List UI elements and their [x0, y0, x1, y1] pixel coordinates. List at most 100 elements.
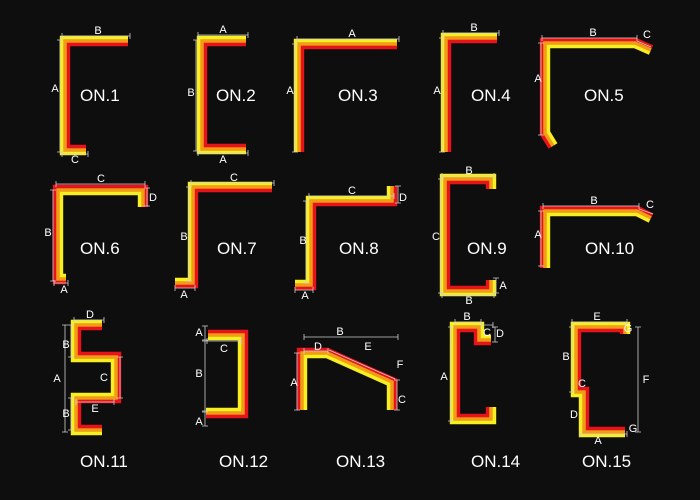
- dim-label: D: [314, 341, 322, 353]
- stripe-orange: [444, 36, 497, 152]
- stripe-yellow: [570, 321, 631, 438]
- dim-label: G: [629, 423, 638, 435]
- profile-on6: C D B A ON.6: [44, 173, 157, 296]
- dim-label: C: [398, 394, 406, 406]
- stripe-yellow: [449, 321, 497, 425]
- dim-label: A: [51, 83, 59, 95]
- stripe-red: [300, 45, 397, 152]
- dim-label: B: [180, 231, 187, 243]
- stripe-red: [295, 186, 398, 291]
- stripe-yellow: [175, 181, 272, 282]
- profile-on8-dimensions: [294, 185, 401, 293]
- dim-label: B: [62, 408, 69, 420]
- profile-label: ON.3: [338, 86, 378, 105]
- dim-label: C: [432, 231, 440, 243]
- profile-label: ON.2: [216, 86, 256, 105]
- stripe-orange: [443, 177, 493, 293]
- dim-label: A: [286, 85, 294, 97]
- dim-label: B: [589, 27, 596, 39]
- stripe-orange: [74, 323, 118, 432]
- dim-label: A: [195, 327, 203, 339]
- stripe-yellow: [70, 319, 115, 436]
- stripe-yellow: [293, 38, 397, 152]
- profile-on11-dimensions: [62, 317, 123, 433]
- dim-label: C: [646, 199, 654, 211]
- stripe-orange: [56, 188, 145, 281]
- dim-label: C: [578, 378, 586, 390]
- profile-on12: A C B A ON.12: [195, 325, 268, 471]
- profile-on11: D B A C B E ON.11: [53, 309, 128, 471]
- profile-on14: B C D A ON.14: [440, 311, 520, 471]
- profile-label: ON.6: [80, 239, 120, 258]
- profile-on12-shape: [206, 329, 249, 419]
- dim-label: A: [53, 373, 61, 385]
- profile-on6-shape: [52, 184, 149, 285]
- stripe-red: [66, 42, 128, 149]
- stripe-red: [456, 328, 491, 418]
- stripe-orange: [200, 39, 246, 151]
- dim-label: B: [562, 351, 569, 363]
- stripe-red: [577, 328, 625, 431]
- dim-label: A: [348, 28, 356, 40]
- dim-label: A: [195, 416, 203, 428]
- dim-label: A: [534, 229, 542, 241]
- dim-label: C: [97, 173, 105, 185]
- dim-label: B: [187, 87, 194, 99]
- profile-label: ON.7: [217, 239, 257, 258]
- stripe-yellow: [59, 191, 142, 278]
- dim-label: D: [149, 192, 157, 204]
- profile-on3-dimensions: [292, 36, 400, 153]
- dim-label: B: [470, 22, 477, 34]
- dim-label: A: [219, 24, 227, 36]
- dim-label: B: [94, 25, 101, 37]
- dim-label: C: [220, 343, 228, 355]
- profile-on15-dimensions: [569, 319, 641, 437]
- profile-on1-dimensions: [57, 33, 131, 157]
- profile-label: ON.4: [471, 86, 511, 105]
- profile-on7: C B A ON.7: [174, 172, 275, 301]
- profile-on2-dimensions: [193, 32, 249, 156]
- profile-on1: B A C ON.1: [51, 25, 131, 166]
- dim-label: C: [230, 172, 238, 184]
- profile-on2-shape: [196, 35, 246, 155]
- stripe-red: [77, 326, 122, 429]
- profile-label: ON.11: [80, 452, 128, 471]
- stripe-orange: [206, 333, 245, 415]
- profile-on4-dimensions: [439, 30, 500, 153]
- stripe-red: [203, 42, 246, 148]
- stripe-yellow: [206, 336, 242, 412]
- dim-label: E: [91, 403, 98, 415]
- dim-label: C: [100, 372, 108, 384]
- dim-label: D: [496, 328, 504, 340]
- profile-on14-shape: [449, 321, 497, 425]
- stripe-yellow: [196, 35, 246, 155]
- profile-label: ON.13: [336, 452, 385, 471]
- profile-label: ON.9: [467, 239, 507, 258]
- dim-label: A: [534, 73, 542, 85]
- dim-label: A: [594, 435, 602, 447]
- stripe-red: [175, 188, 272, 289]
- profile-on7-shape: [175, 181, 272, 289]
- dim-label: A: [290, 377, 298, 389]
- stripe-orange: [453, 325, 493, 421]
- dim-label: B: [195, 368, 202, 380]
- dim-label: B: [336, 326, 343, 338]
- profile-on7-dimensions: [174, 180, 275, 291]
- profile-on10: B C A ON.10: [534, 195, 654, 268]
- profile-label: ON.12: [219, 452, 268, 471]
- dim-label: C: [348, 185, 356, 197]
- profile-on6-dimensions: [50, 181, 150, 286]
- profile-on8: C D B A ON.8: [294, 185, 407, 302]
- dim-label: B: [62, 339, 69, 351]
- profile-on9-dimensions: [438, 173, 499, 298]
- dim-label: B: [463, 311, 470, 323]
- dim-label: E: [364, 341, 371, 353]
- dim-label: C: [71, 154, 79, 166]
- profile-label: ON.5: [584, 86, 624, 105]
- dim-label: B: [299, 235, 306, 247]
- profile-label: ON.14: [471, 452, 520, 471]
- profile-on14-dimensions: [448, 319, 498, 422]
- profile-label: ON.8: [339, 239, 379, 258]
- stripe-orange: [175, 185, 272, 285]
